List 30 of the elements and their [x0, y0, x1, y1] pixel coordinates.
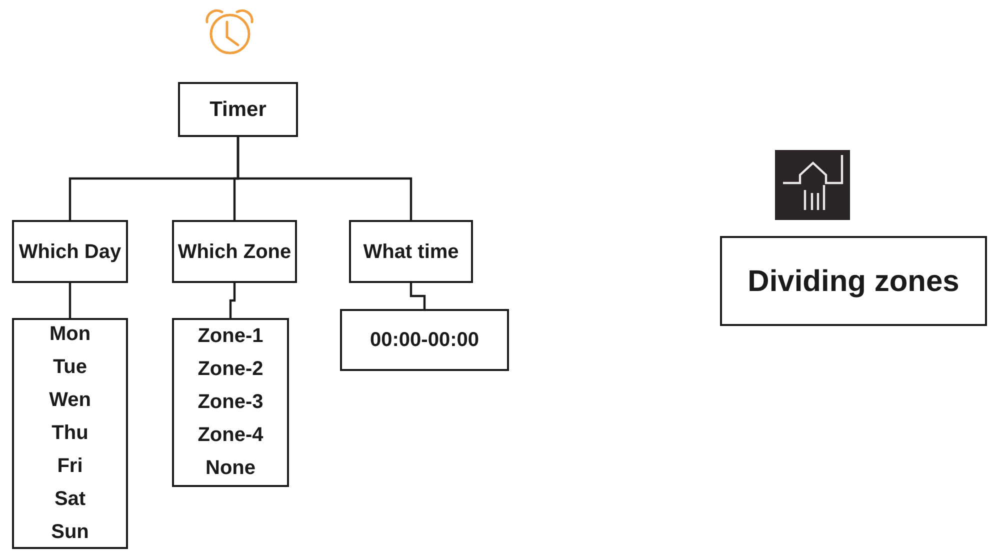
node-text: Dividing zones [748, 264, 960, 300]
node-text: Wen [49, 388, 91, 413]
node-text: Zone-1 [198, 324, 264, 349]
node-text: Fri [57, 454, 83, 479]
connector-line [68, 283, 72, 318]
node-text: None [206, 456, 256, 481]
list-box [12, 318, 128, 549]
node-text: Thu [52, 421, 88, 446]
node-text: Sat [54, 487, 86, 512]
node-text: Mon [49, 322, 91, 347]
label-box [172, 220, 297, 283]
node-text: Zone-2 [198, 357, 264, 382]
node-text: Zone-3 [198, 390, 264, 415]
node-text: What time [363, 240, 459, 264]
connector-line [229, 283, 236, 318]
node-text: Timer [210, 96, 266, 122]
label-box [178, 82, 298, 137]
node-text: Which Zone [178, 240, 292, 264]
label-box [720, 236, 987, 326]
label-box [349, 220, 473, 283]
node-text: Which Day [18, 240, 122, 264]
list-box [172, 318, 289, 487]
label-box [340, 309, 509, 371]
node-text: Sun [51, 520, 89, 545]
label-box [12, 220, 128, 283]
node-text: 00:00-00:00 [370, 328, 479, 352]
connector-line [236, 137, 412, 220]
connector-line [410, 283, 426, 309]
node-text: Tue [52, 355, 88, 380]
node-text: Zone-4 [198, 423, 264, 448]
